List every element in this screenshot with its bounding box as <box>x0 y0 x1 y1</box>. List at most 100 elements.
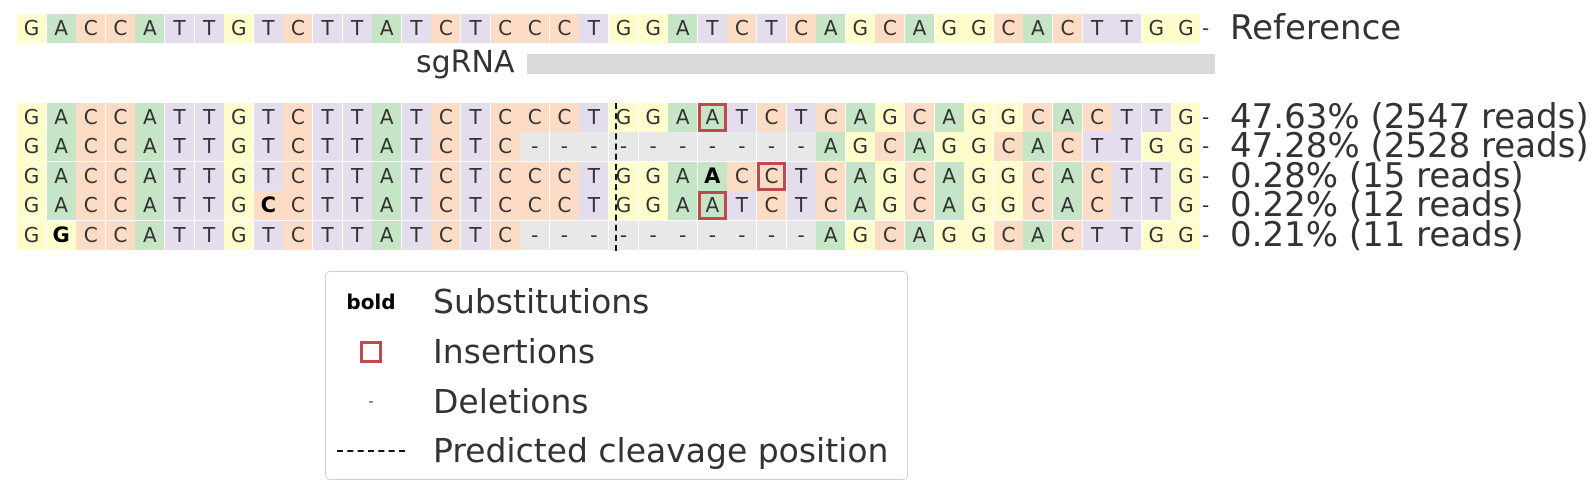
allele-row-1-base: T <box>401 103 431 132</box>
reference-base: G <box>17 14 46 43</box>
reference-base: T <box>165 14 194 43</box>
allele-row-5-base: C <box>105 221 135 250</box>
allele-row-2-base: - <box>549 132 579 161</box>
allele-row-2-base: - <box>727 132 757 161</box>
allele-row-3-base: C <box>105 162 135 191</box>
allele-row-2-base: C <box>105 132 135 161</box>
allele-row-2-base: - <box>579 132 609 161</box>
allele-row-2-base: A <box>816 132 846 161</box>
allele-row-5-base: A <box>905 221 934 250</box>
allele-row-3-base: G <box>17 162 46 191</box>
allele-row-1-base: G <box>875 103 905 132</box>
allele-row-3-base: A <box>934 162 964 191</box>
legend-label-insertions: Insertions <box>433 332 596 371</box>
sgrna-label: sgRNA <box>416 45 515 80</box>
allele-row-2-base: G <box>1141 132 1171 161</box>
reference-base: T <box>313 14 342 43</box>
allele-row-2-base: C <box>993 132 1023 161</box>
allele-row-1-base: G <box>17 103 46 132</box>
allele-row-3-base: A <box>668 162 698 191</box>
allele-row-5-base: - <box>668 221 698 250</box>
allele-row-2-base: A <box>905 132 934 161</box>
allele-row-5-base: T <box>165 221 194 250</box>
allele-row-5-base: A <box>816 221 846 250</box>
allele-row-3-base: C <box>431 162 461 191</box>
allele-row-5-base: G <box>964 221 994 250</box>
allele-row-3-base: T <box>313 162 342 191</box>
allele-row-1-base: G <box>609 103 638 132</box>
allele-label-3: 0.28% (15 reads) <box>1230 156 1524 196</box>
allele-row-2-base: T <box>313 132 342 161</box>
allele-row-2-base: T <box>165 132 194 161</box>
reference-base: A <box>135 14 165 43</box>
allele-row-5-base: G <box>46 221 76 250</box>
reference-base: T <box>461 14 490 43</box>
allele-row-4-base: C <box>105 191 135 220</box>
reference-base: A <box>46 14 76 43</box>
allele-row-5-base: - <box>757 221 786 250</box>
reference-base: C <box>283 14 313 43</box>
allele-row-1-base: T <box>194 103 224 132</box>
legend-dash-symbol: - <box>336 380 406 424</box>
allele-row-5-base: T <box>253 221 283 250</box>
allele-row-5-base: T <box>194 221 224 250</box>
allele-row-4-base: C <box>757 191 786 220</box>
allele-row-4-base: T <box>461 191 490 220</box>
allele-row-4-base: T <box>313 191 342 220</box>
allele-row-4-base: T <box>1112 191 1142 220</box>
allele-row-2-base: G <box>17 132 46 161</box>
allele-row-5-base: - <box>638 221 668 250</box>
allele-row-3-base: C <box>1023 162 1053 191</box>
allele-row-2-base: A <box>1023 132 1053 161</box>
allele-row-3-base: T <box>579 162 609 191</box>
allele-row-3-base: G <box>224 162 254 191</box>
allele-row-5-base: T <box>461 221 490 250</box>
reference-base: C <box>490 14 520 43</box>
allele-row-4-base: T <box>194 191 224 220</box>
reference-base: G <box>934 14 964 43</box>
allele-row-4-base: C <box>520 191 550 220</box>
allele-row-2-base: T <box>1112 132 1142 161</box>
allele-row-1-base: A <box>135 103 165 132</box>
allele-row-5-base: A <box>135 221 165 250</box>
allele-row-1-base: G <box>638 103 668 132</box>
allele-row-1-base: G <box>993 103 1023 132</box>
allele-row-5-base: C <box>490 221 520 250</box>
reference-base: C <box>993 14 1023 43</box>
allele-row-1-base: C <box>549 103 579 132</box>
legend-label-substitutions: Substitutions <box>433 282 650 321</box>
allele-row-1-base: T <box>165 103 194 132</box>
allele-row-5-base: G <box>224 221 254 250</box>
reference-base: G <box>964 14 994 43</box>
allele-row-2-base: T <box>194 132 224 161</box>
reference-base: T <box>1082 14 1112 43</box>
allele-row-4-base: T <box>786 191 816 220</box>
allele-row-2-base: C <box>431 132 461 161</box>
allele-row-5-base: C <box>431 221 461 250</box>
allele-row-4-base: A <box>1053 191 1082 220</box>
allele-row-2-base: C <box>76 132 106 161</box>
allele-row-5-base: - <box>786 221 816 250</box>
allele-row-3-tick: - <box>1202 164 1210 188</box>
allele-label-1: 47.63% (2547 reads) <box>1230 97 1589 137</box>
reference-base: C <box>875 14 905 43</box>
allele-row-1-base: T <box>1141 103 1171 132</box>
allele-row-5-base: - <box>697 221 727 250</box>
allele-row-5-base: T <box>342 221 372 250</box>
allele-row-4-base: G <box>609 191 638 220</box>
allele-row-3-base: C <box>816 162 846 191</box>
allele-row-2-base: C <box>875 132 905 161</box>
reference-base: T <box>194 14 224 43</box>
allele-row-4-base: C <box>431 191 461 220</box>
allele-row-3-base: C <box>76 162 106 191</box>
allele-row-1-base: C <box>905 103 934 132</box>
allele-row-4-base: T <box>401 191 431 220</box>
allele-row-1-base: G <box>224 103 254 132</box>
reference-base: C <box>1053 14 1082 43</box>
allele-row-4-base: A <box>46 191 76 220</box>
reference-base: C <box>76 14 106 43</box>
allele-row-3-base: G <box>964 162 994 191</box>
reference-base: C <box>727 14 757 43</box>
reference-base: A <box>1023 14 1053 43</box>
reference-base: T <box>757 14 786 43</box>
